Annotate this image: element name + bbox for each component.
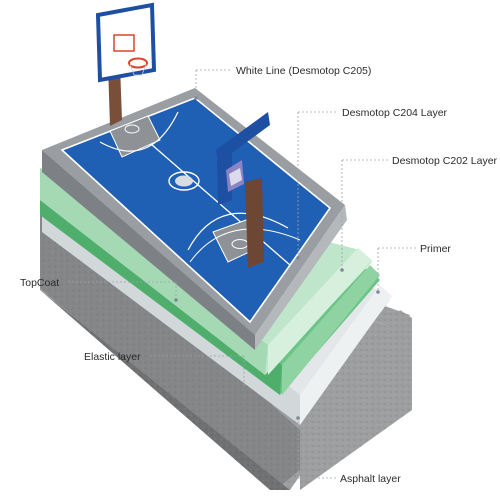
label-white-line: White Line (Desmotop C205) xyxy=(236,65,371,77)
callout-topcoat: TopCoat xyxy=(20,277,178,302)
callout-c204: Desmotop C204 Layer xyxy=(296,107,448,260)
callout-primer: Primer xyxy=(376,243,451,294)
label-asphalt: Asphalt layer xyxy=(340,473,401,485)
near-hoop xyxy=(216,112,270,268)
callout-white-line: White Line (Desmotop C205) xyxy=(194,65,371,100)
label-elastic: Elastic layer xyxy=(84,351,141,363)
callout-asphalt: Asphalt layer xyxy=(296,416,401,485)
label-topcoat: TopCoat xyxy=(20,277,59,289)
far-hoop xyxy=(95,2,157,126)
label-primer: Primer xyxy=(420,243,451,255)
label-c204: Desmotop C204 Layer xyxy=(342,107,448,119)
label-c202: Desmotop C202 Layer xyxy=(392,155,498,167)
callout-c202: Desmotop C202 Layer xyxy=(340,155,498,272)
callout-elastic: Elastic layer xyxy=(84,351,246,392)
